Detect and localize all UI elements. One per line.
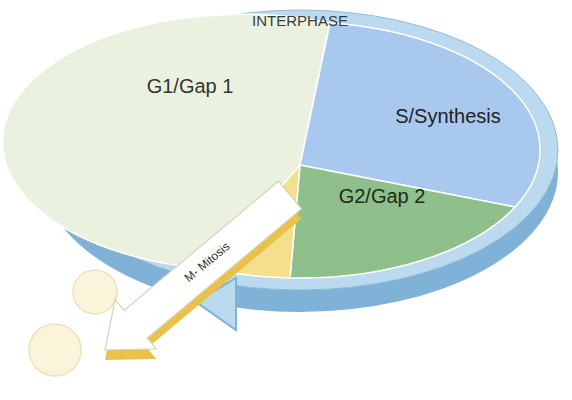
mitosis-arrow bbox=[105, 181, 302, 350]
phase-sector: G2/Gap 2 bbox=[335, 182, 430, 210]
phase-sector: S/Synthesis bbox=[391, 102, 505, 130]
cell-bubble bbox=[73, 270, 117, 314]
phase-label: G1/Gap 1 bbox=[147, 74, 234, 98]
interphase-band: INTERPHASE G1/Gap 1 S/SynthesisG2/Gap 2 bbox=[42, 8, 558, 290]
phase-label: G2/Gap 2 bbox=[339, 184, 426, 208]
phase-title: INTERPHASE bbox=[252, 12, 348, 30]
phase-label: S/Synthesis bbox=[395, 104, 501, 128]
g2-sector bbox=[290, 165, 515, 278]
cell-bubble bbox=[29, 324, 81, 376]
phase-sector: G1/Gap 1 bbox=[143, 72, 238, 100]
